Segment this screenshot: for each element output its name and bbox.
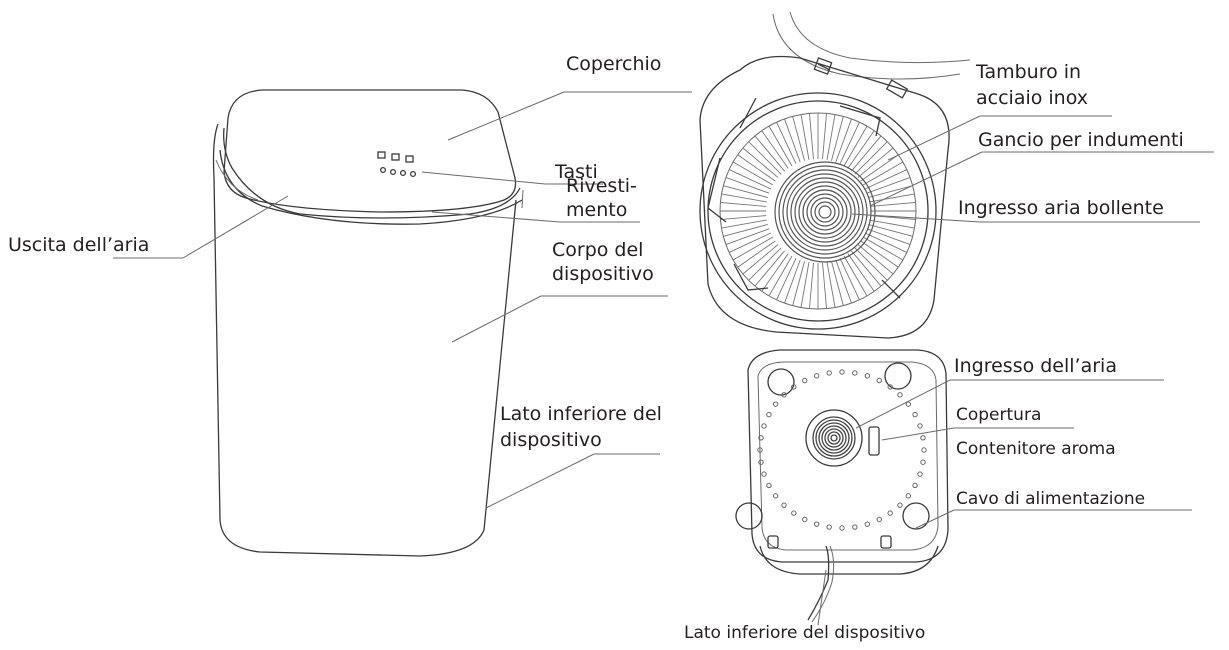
air-intake-outer (805, 409, 863, 467)
underside-view-drawing (735, 349, 949, 623)
drum-leader-lines (851, 115, 1214, 223)
drum-view-drawing (699, 11, 971, 339)
label-gancio: Gancio per indumenti (978, 129, 1184, 151)
label-lato-inferiore-left-2: dispositivo (500, 429, 602, 451)
left-leader-lines (113, 91, 692, 509)
label-rivestimento-1: Rivesti- (566, 175, 637, 197)
label-contenitore-aroma: Contenitore aroma (956, 439, 1116, 459)
label-corpo-2: dispositivo (552, 263, 654, 285)
underside-leader-lines (817, 379, 1192, 626)
label-lato-inferiore-bottom: Lato inferiore del dispositivo (684, 623, 925, 643)
device-body-drawing (212, 89, 524, 557)
buttons-icon (377, 151, 417, 178)
housing-outline (699, 55, 950, 339)
air-intake-mesh (812, 416, 856, 460)
label-cavo: Cavo di alimentazione (956, 489, 1145, 509)
label-corpo-1: Corpo del (552, 239, 643, 261)
hot-air-inlet-mesh (774, 161, 876, 263)
drum-ribs (720, 113, 916, 309)
foot-icon (884, 362, 912, 390)
label-copertura: Copertura (956, 405, 1041, 425)
underside-outline (747, 349, 949, 563)
label-tamburo-2: acciaio inox (976, 87, 1088, 109)
label-coperchio: Coperchio (566, 53, 661, 75)
label-tasti: Tasti (554, 161, 598, 183)
body-outline (212, 123, 517, 557)
label-ingresso-bollente: Ingresso aria bollente (958, 197, 1164, 219)
label-ingresso-aria: Ingresso dell’aria (954, 355, 1117, 377)
drum-outer-ring (699, 92, 937, 330)
cover-band (223, 127, 521, 219)
label-uscita-aria: Uscita dell’aria (8, 234, 149, 256)
label-lato-inferiore-left-1: Lato inferiore del (500, 403, 662, 425)
foot-icon (735, 502, 763, 530)
foot-icon (902, 502, 930, 530)
lid-outline (223, 89, 517, 213)
aroma-cover-icon (868, 426, 880, 456)
power-cable (807, 545, 830, 621)
vent-dots (757, 369, 927, 531)
label-rivestimento-2: mento (566, 199, 627, 221)
label-tamburo-1: Tamburo in (975, 61, 1081, 83)
foot-icon (767, 368, 795, 396)
